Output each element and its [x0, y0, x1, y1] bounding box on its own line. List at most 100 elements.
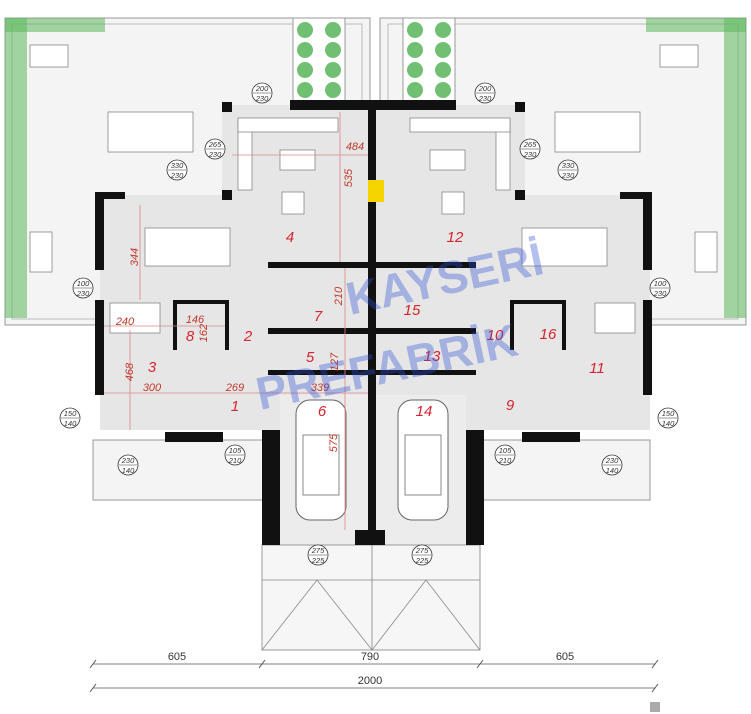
opening-width: 150	[662, 409, 675, 418]
dimension-label: 535	[343, 168, 355, 187]
dimension-label: 210	[333, 286, 345, 306]
dimension-label: 269	[225, 382, 244, 394]
opening-width: 230	[121, 456, 135, 465]
opening-height: 230	[561, 171, 575, 180]
opening-width: 330	[562, 161, 575, 170]
room-number: 11	[589, 360, 605, 377]
opening-height: 230	[255, 94, 269, 103]
opening-height: 230	[208, 150, 222, 159]
opening-height: 230	[478, 94, 492, 103]
opening-width: 265	[523, 140, 537, 149]
opening-width: 200	[255, 84, 269, 93]
walls	[95, 100, 652, 545]
car-icon	[295, 399, 347, 521]
tree-icon	[297, 82, 313, 98]
tree-icon	[407, 42, 423, 58]
dimension-label: 575	[328, 433, 340, 452]
opening-width: 150	[64, 409, 77, 418]
dimension-label: 127	[329, 352, 341, 371]
dimension-label: 468	[124, 362, 136, 381]
tree-icon	[435, 82, 451, 98]
opening-width: 200	[478, 84, 492, 93]
room-number: 8	[186, 328, 195, 345]
tree-icon	[435, 62, 451, 78]
dim-total-width: 2000	[358, 675, 382, 687]
opening-width: 275	[415, 546, 429, 555]
room-number: 15	[404, 302, 421, 319]
car-icon	[397, 399, 449, 521]
opening-height: 225	[415, 556, 429, 565]
tree-icon	[407, 62, 423, 78]
tree-icon	[325, 82, 341, 98]
opening-width: 105	[229, 446, 242, 455]
driveway	[261, 544, 481, 651]
opening-width: 100	[654, 279, 667, 288]
fireplace-icon	[368, 180, 384, 202]
tree-icon	[407, 82, 423, 98]
room-number: 6	[318, 403, 327, 420]
opening-height: 225	[311, 556, 325, 565]
dimension-label: 484	[346, 141, 364, 153]
tree-icon	[297, 42, 313, 58]
room-number: 1	[231, 398, 239, 415]
overall-dimension-lines	[89, 659, 659, 693]
planters	[292, 17, 456, 103]
opening-height: 210	[228, 456, 242, 465]
room-number: 9	[506, 397, 515, 414]
room-number: 16	[540, 326, 557, 343]
opening-height: 140	[606, 466, 619, 475]
opening-height: 210	[498, 456, 512, 465]
opening-width: 265	[208, 140, 222, 149]
dim-center-width: 790	[361, 651, 379, 663]
dimension-lines	[104, 112, 368, 530]
opening-height: 140	[122, 466, 135, 475]
dim-right-width: 605	[556, 651, 574, 663]
dim-left-width: 605	[168, 651, 186, 663]
opening-height: 230	[170, 171, 184, 180]
opening-width: 105	[499, 446, 512, 455]
dimension-label: 240	[115, 316, 135, 328]
room-number: 5	[306, 349, 315, 366]
tree-icon	[325, 22, 341, 38]
furniture	[29, 44, 718, 334]
tree-icon	[297, 62, 313, 78]
opening-height: 230	[76, 289, 90, 298]
tree-icon	[325, 62, 341, 78]
opening-height: 140	[64, 419, 77, 428]
tree-icon	[325, 42, 341, 58]
tree-icon	[435, 22, 451, 38]
room-number: 10	[487, 327, 504, 344]
opening-height: 230	[523, 150, 537, 159]
room-number: 3	[148, 359, 157, 376]
room-number: 14	[416, 403, 433, 420]
dimension-label: 162	[198, 324, 210, 342]
marker	[650, 702, 660, 712]
room-number: 13	[424, 348, 441, 365]
opening-width: 330	[171, 161, 184, 170]
room-number: 7	[314, 308, 323, 325]
dimension-label: 339	[311, 382, 329, 394]
dimension-label: 344	[129, 248, 141, 266]
opening-width: 275	[311, 546, 325, 555]
tree-icon	[435, 42, 451, 58]
opening-width: 100	[77, 279, 90, 288]
tree-icon	[297, 22, 313, 38]
dimension-label: 146	[186, 314, 205, 326]
room-number: 2	[243, 328, 253, 345]
tree-icon	[407, 22, 423, 38]
dimension-label: 300	[143, 382, 162, 394]
opening-height: 140	[662, 419, 675, 428]
